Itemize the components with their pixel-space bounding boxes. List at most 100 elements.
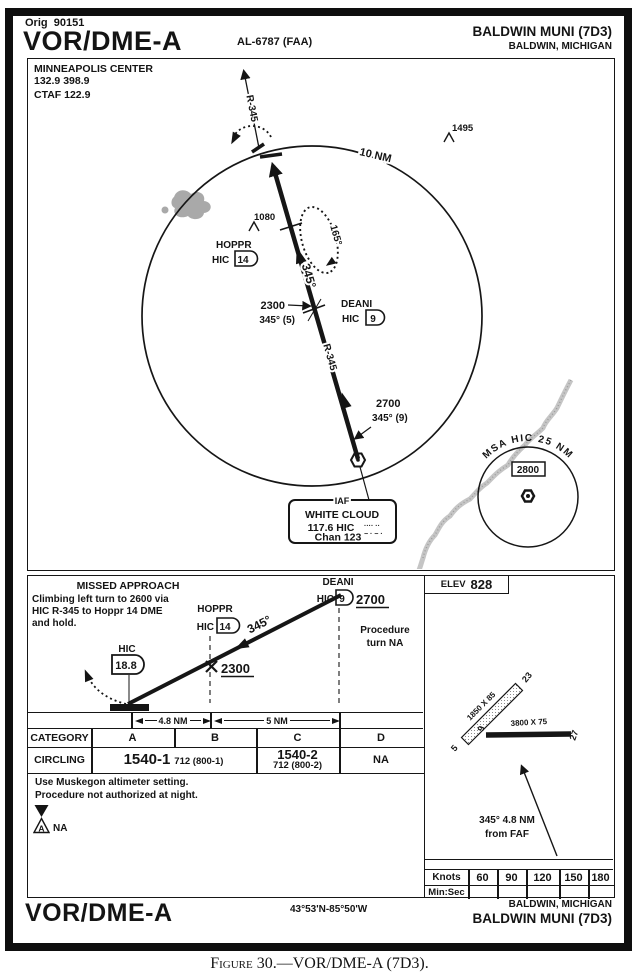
dme-distance: 14 <box>237 255 249 266</box>
caption-figure-word: Figure <box>210 955 253 972</box>
feeder-alt: 2700 <box>376 398 400 410</box>
takeoff-triangle-icon <box>34 805 49 817</box>
elev-value: 828 <box>470 577 493 592</box>
stepdown-course: 345° (5) <box>259 315 295 326</box>
plan-view-panel: MINNEAPOLIS CENTER 132.9 398.9 CTAF 122.… <box>27 58 615 571</box>
track-arrowhead-low <box>340 392 352 410</box>
orig-label: Orig <box>25 17 48 29</box>
fix-name: HOPPR <box>197 604 233 615</box>
dim-line <box>189 719 202 722</box>
missed-approach-text: MISSED APPROACH Climbing left turn to 26… <box>32 580 179 629</box>
dme-box <box>234 250 259 267</box>
speed-90: 90 <box>505 871 518 884</box>
deani-altitude: 2700 <box>356 592 385 607</box>
obstacle-icon <box>248 220 260 232</box>
circling-d-minimums: NA <box>373 754 389 766</box>
orig-number: 90151 <box>53 17 85 29</box>
runway-5-23: 1850 X 85 23 5 <box>449 670 534 753</box>
profile-hoppr-fix: HOPPR HIC 14 <box>197 604 241 703</box>
col-divider <box>468 885 470 899</box>
runway-profile-bar <box>110 704 149 711</box>
stepdown-alt: 2300 <box>261 300 285 312</box>
approach-track <box>268 161 361 460</box>
speed-180: 180 <box>591 871 610 884</box>
category-d: D <box>377 732 385 744</box>
col-divider <box>339 729 341 747</box>
profile-minimums-panel: MISSED APPROACH Climbing left turn to 26… <box>27 575 425 898</box>
figure-caption: Figure 30.—VOR/DME-A (7D3). <box>0 955 639 973</box>
leader-arrow <box>287 300 312 311</box>
hoppr-altitude: 2300 <box>221 661 250 676</box>
category-a: A <box>128 732 137 744</box>
dme-box <box>365 309 386 326</box>
track-arrowhead-mid <box>295 247 307 265</box>
msa-vor-dot <box>526 494 530 498</box>
fix-name: DEANI <box>341 299 372 310</box>
runway-dimensions: 3800 X 75 <box>510 717 547 728</box>
circling-c-minimums: 1540-2 712 (800-2) <box>256 747 339 773</box>
fix-facility: HIC <box>342 314 359 325</box>
minsec-label: Min:Sec <box>428 886 465 898</box>
hold-arrowhead <box>325 256 337 266</box>
col-divider <box>174 729 176 747</box>
course-label: 345° <box>299 262 319 290</box>
category-label: CATEGORY <box>30 732 89 744</box>
obstacle-1495: 1495 <box>443 123 474 143</box>
plan-view-graphic: 10 NM R-345 345° R-345 165° <box>141 68 579 569</box>
range-ring-label: 10 NM <box>358 146 392 165</box>
morse-code-top: ···· ·· <box>364 523 380 530</box>
missed-line2: HIC R-345 to Hoppr 14 DME <box>32 606 163 617</box>
fix-name: HOPPR <box>216 240 252 251</box>
missed-climb-arc <box>87 675 127 705</box>
dme-distance: 18.8 <box>115 660 136 672</box>
dim-line <box>145 719 157 722</box>
missed-approach-turn-arc <box>233 125 272 138</box>
footer-airport: BALDWIN MUNI (7D3) <box>472 911 613 926</box>
navaid-name: WHITE CLOUD <box>305 509 379 521</box>
strip-divider <box>131 713 133 728</box>
circling-ab-minimums: 1540-1 712 (800-1) <box>91 747 256 773</box>
faf-distance-line1: 345° 4.8 NM <box>479 815 535 826</box>
feeder-2700: 2700 345° (9) <box>353 398 408 440</box>
circling-minimums-row: CIRCLING 1540-1 712 (800-1) 1540-2 712 (… <box>28 747 424 774</box>
knots-row: Knots 60 90 120 150 180 <box>425 870 614 886</box>
arrow-right-icon <box>332 717 341 724</box>
alternate-triangle-icon <box>33 817 50 834</box>
map-fix-hic: HIC 18.8 <box>111 644 145 703</box>
speed-120: 120 <box>533 871 552 884</box>
descent-path <box>127 593 342 706</box>
deani-fix-tick <box>302 304 326 314</box>
map-symbol <box>205 660 218 673</box>
distance-value: 5 NM <box>266 715 288 726</box>
faf-distance-line2: from FAF <box>485 829 529 840</box>
circling-label: CIRCLING <box>34 754 85 766</box>
fix-facility: HIC <box>118 644 135 655</box>
runway-end-27: 27 <box>567 729 580 742</box>
note-night: Procedure not authorized at night. <box>35 790 198 801</box>
dme-box <box>335 589 354 606</box>
faf-course-arrow <box>519 764 558 857</box>
fix-facility: HIC <box>317 594 334 605</box>
col-divider <box>588 885 590 899</box>
deani-fix-cross <box>307 298 322 322</box>
dme-distance: 9 <box>339 594 345 605</box>
missed-line1: Climbing left turn to 2600 via <box>32 594 169 605</box>
dme-distance: 14 <box>219 622 231 633</box>
obstacle-1495-elev: 1495 <box>452 123 474 134</box>
col-divider <box>91 747 93 773</box>
procedure-turn-na-1: Procedure <box>360 625 410 636</box>
river-texture <box>422 379 572 559</box>
hat-ceiling: 712 (800-2) <box>272 760 323 771</box>
fix-name: DEANI <box>322 577 353 588</box>
chart-border-frame <box>5 8 632 951</box>
msa-altitude: 2800 <box>517 465 540 476</box>
comm-freqs: 132.9 398.9 <box>34 75 90 87</box>
footer-city: BALDWIN, MICHIGAN <box>508 899 612 910</box>
lake <box>171 190 211 220</box>
radial-mid-label: R-345 <box>320 343 338 373</box>
navaid-channel: Chan 123 <box>315 532 362 544</box>
missed-title: MISSED APPROACH <box>77 580 180 592</box>
missed-line3: and hold. <box>32 618 77 629</box>
range-ring <box>141 145 483 487</box>
runway-end-9: 9 <box>475 725 486 733</box>
